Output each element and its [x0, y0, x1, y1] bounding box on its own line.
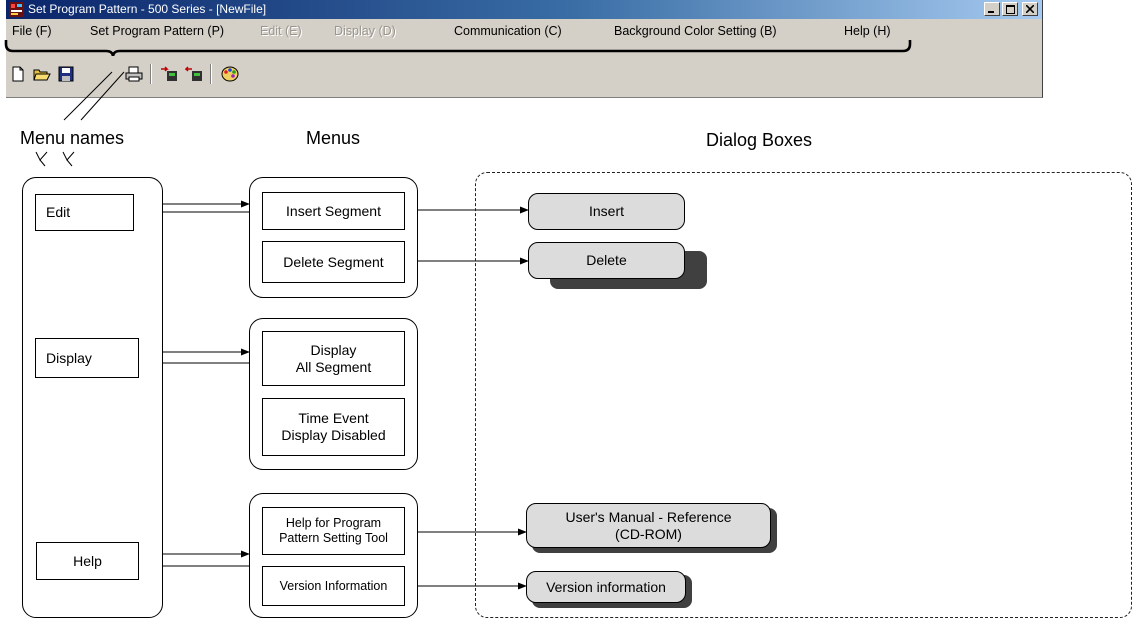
menu-set-program-pattern[interactable]: Set Program Pattern (P)	[90, 24, 225, 38]
menu-name-help: Help	[36, 542, 139, 580]
save-file-button[interactable]	[56, 64, 76, 84]
menu-name-display: Display	[35, 338, 139, 378]
toolbar-separator	[150, 64, 152, 84]
print-icon	[125, 66, 143, 82]
menu-display-all-segment: Display All Segment	[262, 331, 405, 386]
maximize-button[interactable]	[1002, 2, 1018, 16]
upload-icon	[185, 66, 202, 81]
dialog-delete: Delete	[528, 242, 685, 279]
open-file-button[interactable]	[32, 64, 52, 84]
dialog-boxes-area	[475, 172, 1132, 618]
menu-name-edit: Edit	[35, 194, 134, 231]
save-disk-icon	[58, 66, 74, 82]
dialog-insert: Insert	[528, 193, 685, 230]
menu-bracket	[4, 40, 912, 56]
menu-bar: File (F) Set Program Pattern (P) Edit (E…	[6, 21, 1042, 42]
menu-display[interactable]: Display (D)	[334, 24, 396, 38]
menu-file[interactable]: File (F)	[12, 24, 52, 38]
title-bar: Set Program Pattern - 500 Series - [NewF…	[6, 0, 1042, 19]
toolbar	[6, 58, 1042, 88]
window-title: Set Program Pattern - 500 Series - [NewF…	[28, 2, 267, 16]
maximize-icon	[1005, 4, 1015, 14]
menu-version-information: Version Information	[262, 566, 405, 606]
heading-menu-names: Menu names	[20, 128, 125, 148]
menu-insert-segment: Insert Segment	[262, 192, 405, 230]
download-icon	[161, 66, 177, 81]
new-file-button[interactable]	[8, 64, 28, 84]
dialog-users-manual: User's Manual - Reference (CD-ROM)	[526, 503, 771, 548]
menu-help-for-program-pattern-setting-tool: Help for Program Pattern Setting Tool	[262, 507, 405, 555]
color-palette-button[interactable]	[220, 64, 240, 84]
upload-button[interactable]	[184, 64, 204, 84]
download-button[interactable]	[159, 64, 179, 84]
app-icon	[9, 2, 24, 17]
menu-edit[interactable]: Edit (E)	[260, 24, 302, 38]
toolbar-separator	[210, 64, 212, 84]
close-button[interactable]	[1022, 2, 1038, 16]
menu-help[interactable]: Help (H)	[844, 24, 891, 38]
close-icon	[1026, 5, 1034, 13]
print-button[interactable]	[124, 64, 144, 84]
dialog-version-information: Version information	[526, 571, 686, 603]
color-palette-icon	[221, 66, 239, 82]
application-window: Set Program Pattern - 500 Series - [NewF…	[6, 0, 1043, 98]
menu-names-pointer	[35, 71, 125, 167]
menu-background-color-setting[interactable]: Background Color Setting (B)	[614, 24, 777, 38]
new-file-icon	[12, 66, 24, 82]
heading-menus: Menus	[306, 128, 361, 148]
heading-dialog-boxes: Dialog Boxes	[706, 130, 813, 150]
open-folder-icon	[33, 69, 51, 81]
minimize-button[interactable]	[984, 2, 1000, 16]
menu-time-event-display-disabled: Time Event Display Disabled	[262, 398, 405, 456]
menu-delete-segment: Delete Segment	[262, 241, 405, 283]
minimize-icon	[988, 11, 994, 13]
menu-communication[interactable]: Communication (C)	[454, 24, 562, 38]
